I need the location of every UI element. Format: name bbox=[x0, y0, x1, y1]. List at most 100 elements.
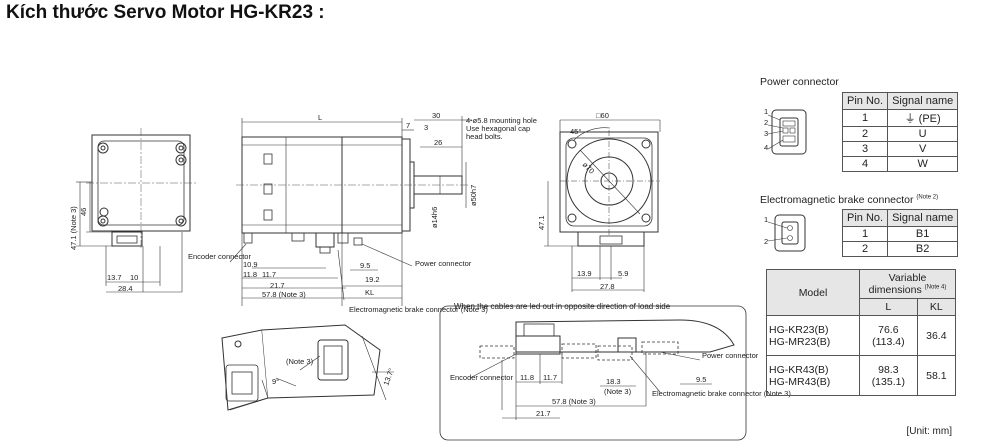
dim-left-10: 10 bbox=[130, 273, 138, 282]
table-row: 1 ⏚ (PE) bbox=[841, 109, 959, 127]
header-pin-no: Pin No. bbox=[841, 209, 889, 227]
model-name: HG-MR23(B) bbox=[769, 335, 831, 348]
label-op-brake: Electromagnetic brake connector (Note 3) bbox=[652, 389, 791, 398]
pin-cell: 4 bbox=[841, 156, 889, 172]
signal-cell: B1 bbox=[887, 226, 959, 242]
signal-cell: W bbox=[887, 156, 959, 172]
l-value: 76.6 bbox=[878, 323, 899, 336]
variable-dimensions-table: Model Variable dimensions (Note 4) L KL … bbox=[766, 269, 957, 396]
opposite-direction-view bbox=[439, 305, 747, 441]
l-cell: 98.3 (135.1) bbox=[859, 355, 918, 396]
table-row: 3 V bbox=[841, 141, 959, 157]
dim-578: 57.8 (Note 3) bbox=[262, 290, 306, 299]
table-header-row: Pin No. Signal name bbox=[841, 209, 959, 227]
pin-cell: 2 bbox=[841, 126, 889, 142]
signal-cell: B2 bbox=[887, 241, 959, 257]
label-mounting-hole-3: head bolts. bbox=[466, 132, 503, 141]
bc-pin-label-2: 2 bbox=[764, 237, 768, 246]
model-name: HG-KR23(B) bbox=[769, 323, 829, 336]
table-header-row: L KL bbox=[767, 298, 957, 316]
dim-op-217: 21.7 bbox=[536, 409, 551, 418]
pin-cell: 1 bbox=[841, 109, 889, 127]
dim-d14h6: ø14h6 bbox=[430, 207, 439, 228]
label-mounting-hole: 4-ø5.8 mounting hole bbox=[466, 116, 537, 125]
dim-109: 10.9 bbox=[243, 260, 258, 269]
dim-278: 27.8 bbox=[600, 282, 615, 291]
kl-cell: 36.4 bbox=[916, 315, 957, 356]
label-encoder-connector-text: Encoder connector bbox=[188, 252, 251, 261]
header-variable-text: Variable dimensions bbox=[868, 272, 927, 296]
label-mounting-hole-2: Use hexagonal cap bbox=[466, 124, 530, 133]
header-variable-dimensions: Variable dimensions (Note 4) bbox=[859, 269, 956, 299]
table-header-row: Pin No. Signal name bbox=[841, 92, 959, 110]
l-cell: 76.6 (113.4) bbox=[859, 315, 918, 356]
l-value-alt: (135.1) bbox=[871, 375, 905, 388]
brake-connector-note: (Note 2) bbox=[916, 194, 939, 201]
dim-bl-9deg: 9° bbox=[272, 377, 279, 386]
table-header-row: Model Variable dimensions (Note 4) bbox=[766, 269, 956, 316]
model-cell: HG-KR43(B) HG-MR43(B) bbox=[766, 355, 860, 396]
pc-pin-label-2: 2 bbox=[764, 118, 768, 127]
pc-pin-label-3: 3 bbox=[764, 129, 768, 138]
kl-cell: 58.1 bbox=[916, 355, 957, 396]
signal-cell: ⏚ (PE) bbox=[887, 109, 959, 127]
table-row: HG-KR23(B) HG-MR23(B) 76.6 (113.4) 36.4 bbox=[766, 315, 957, 356]
dim-139: 13.9 bbox=[577, 269, 592, 278]
table-row: 2 B2 bbox=[841, 241, 959, 257]
dim-26: 26 bbox=[434, 138, 442, 147]
dim-bl-137deg: 13.7° bbox=[381, 367, 395, 387]
dim-118: 11.8 bbox=[243, 270, 257, 279]
table-row: 4 W bbox=[841, 156, 959, 172]
dim-left-284: 28.4 bbox=[118, 284, 133, 293]
dim-L: L bbox=[318, 113, 322, 122]
label-op-power: Power connector bbox=[702, 351, 759, 360]
dim-left-137: 13.7 bbox=[107, 273, 122, 282]
dim-45deg: 45° bbox=[570, 127, 581, 136]
dim-d50h7: ø50h7 bbox=[469, 185, 478, 206]
model-name: HG-KR43(B) bbox=[769, 363, 829, 376]
power-connector-diagram bbox=[767, 109, 807, 155]
pin-cell: 1 bbox=[841, 226, 889, 242]
table-row: 1 B1 bbox=[841, 226, 959, 242]
dim-3: 3 bbox=[424, 123, 428, 132]
dim-sq60: □60 bbox=[596, 111, 609, 120]
header-signal-name: Signal name bbox=[887, 209, 959, 227]
label-power-connector: Power connector bbox=[415, 259, 472, 268]
model-name: HG-MR43(B) bbox=[769, 375, 831, 388]
page-title: Kích thước Servo Motor HG-KR23 : bbox=[6, 2, 325, 23]
header-KL: KL bbox=[916, 298, 957, 316]
pin-cell: 3 bbox=[841, 141, 889, 157]
header-pin-no: Pin No. bbox=[841, 92, 889, 110]
dim-59: 5.9 bbox=[618, 269, 628, 278]
label-brake-connector: Electromagnetic brake connector (Note 3) bbox=[349, 305, 488, 314]
brake-connector-title: Electromagnetic brake connector (Note 2) bbox=[760, 194, 938, 206]
brake-connector-title-text: Electromagnetic brake connector bbox=[760, 194, 914, 206]
l-value-alt: (113.4) bbox=[872, 335, 905, 348]
dim-117: 11.7 bbox=[262, 270, 276, 279]
dim-KL: KL bbox=[365, 288, 374, 297]
power-connector-title: Power connector bbox=[760, 76, 839, 88]
opposite-caption: When the cables are led out in opposite … bbox=[454, 302, 671, 311]
signal-cell: V bbox=[887, 141, 959, 157]
dim-7: 7 bbox=[406, 121, 410, 130]
signal-cell: U bbox=[887, 126, 959, 142]
brake-connector-table: Pin No. Signal name 1 B1 2 B2 bbox=[841, 209, 959, 257]
power-connector-table: Pin No. Signal name 1 ⏚ (PE) 2 U 3 V 4 W bbox=[841, 92, 959, 172]
model-cell: HG-KR23(B) HG-MR23(B) bbox=[766, 315, 860, 356]
label-op-encoder: Encoder connector bbox=[450, 373, 513, 382]
pc-pin-label-4: 4 bbox=[764, 143, 768, 152]
dim-op-578: 57.8 (Note 3) bbox=[552, 397, 596, 406]
bottom-left-view bbox=[221, 324, 394, 411]
dim-op-183: 18.3 bbox=[606, 377, 621, 386]
table-row: 2 U bbox=[841, 126, 959, 142]
l-value: 98.3 bbox=[878, 363, 899, 376]
bc-pin-label-1: 1 bbox=[764, 215, 768, 224]
header-variable-note: (Note 4) bbox=[924, 284, 947, 291]
table-row: HG-KR43(B) HG-MR43(B) 98.3 (135.1) 58.1 bbox=[766, 355, 957, 396]
dim-bl-note3: (Note 3) bbox=[286, 357, 314, 366]
label-encoder-connector: Encoder connector bbox=[188, 252, 251, 261]
header-L: L bbox=[859, 298, 918, 316]
dim-95: 9.5 bbox=[360, 261, 370, 270]
unit-note: [Unit: mm] bbox=[906, 426, 952, 437]
